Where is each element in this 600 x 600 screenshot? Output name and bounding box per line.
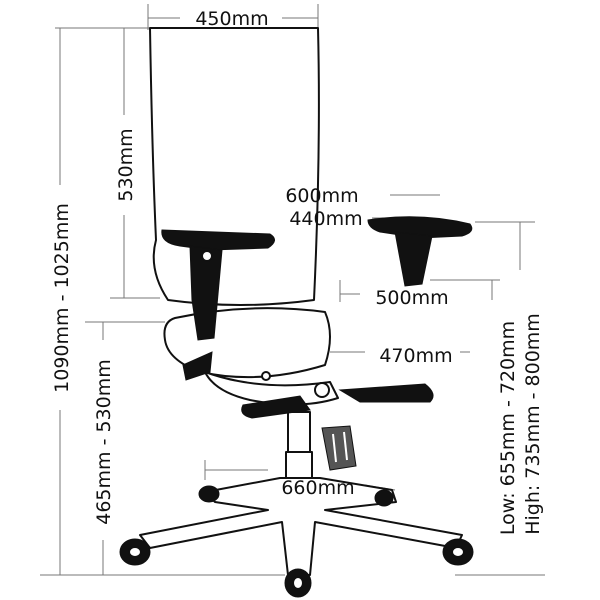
- seat-bolt: [261, 371, 271, 381]
- caster-rear-right: [374, 489, 394, 507]
- caster-front-center-hub: [292, 576, 304, 590]
- caster-front-right-hub: [451, 546, 465, 558]
- label-total-height: 1090mm - 1025mm: [51, 203, 73, 393]
- left-armrest-pad: [161, 229, 275, 251]
- dimension-labels: 450mm 530mm 600mm 440mm 500mm 470mm 660m…: [51, 8, 544, 535]
- right-armrest-pad: [367, 216, 473, 239]
- label-arm-outer-width: 600mm: [285, 185, 358, 207]
- label-seat-depth: 500mm: [375, 287, 448, 309]
- caster-front-left-hub: [128, 546, 142, 558]
- tilt-knob: [314, 382, 330, 398]
- backrest: [149, 27, 320, 306]
- label-seat-width: 450mm: [195, 8, 268, 30]
- caster-rear-left: [198, 485, 220, 503]
- tilt-lever-right: [338, 383, 434, 403]
- label-seat-width-front: 470mm: [379, 345, 452, 367]
- seat-mechanism: [204, 371, 339, 406]
- label-backrest-height: 530mm: [115, 128, 137, 201]
- label-arm-height-low: Low: 655mm - 720mm: [497, 321, 519, 535]
- height-lever: [321, 425, 357, 471]
- left-arm-height-button: [201, 250, 213, 262]
- label-arm-inner-width: 440mm: [289, 208, 362, 230]
- label-arm-height-high: High: 735mm - 800mm: [522, 313, 544, 535]
- left-armrest-base: [182, 351, 213, 381]
- right-armrest-post: [394, 231, 433, 287]
- left-armrest-post: [189, 245, 223, 341]
- label-seat-height: 465mm - 530mm: [93, 359, 115, 525]
- chair-illustration: [119, 27, 474, 598]
- label-base-diameter: 660mm: [281, 477, 354, 499]
- gas-lift-upper: [287, 411, 311, 453]
- tilt-lever-left: [241, 395, 311, 419]
